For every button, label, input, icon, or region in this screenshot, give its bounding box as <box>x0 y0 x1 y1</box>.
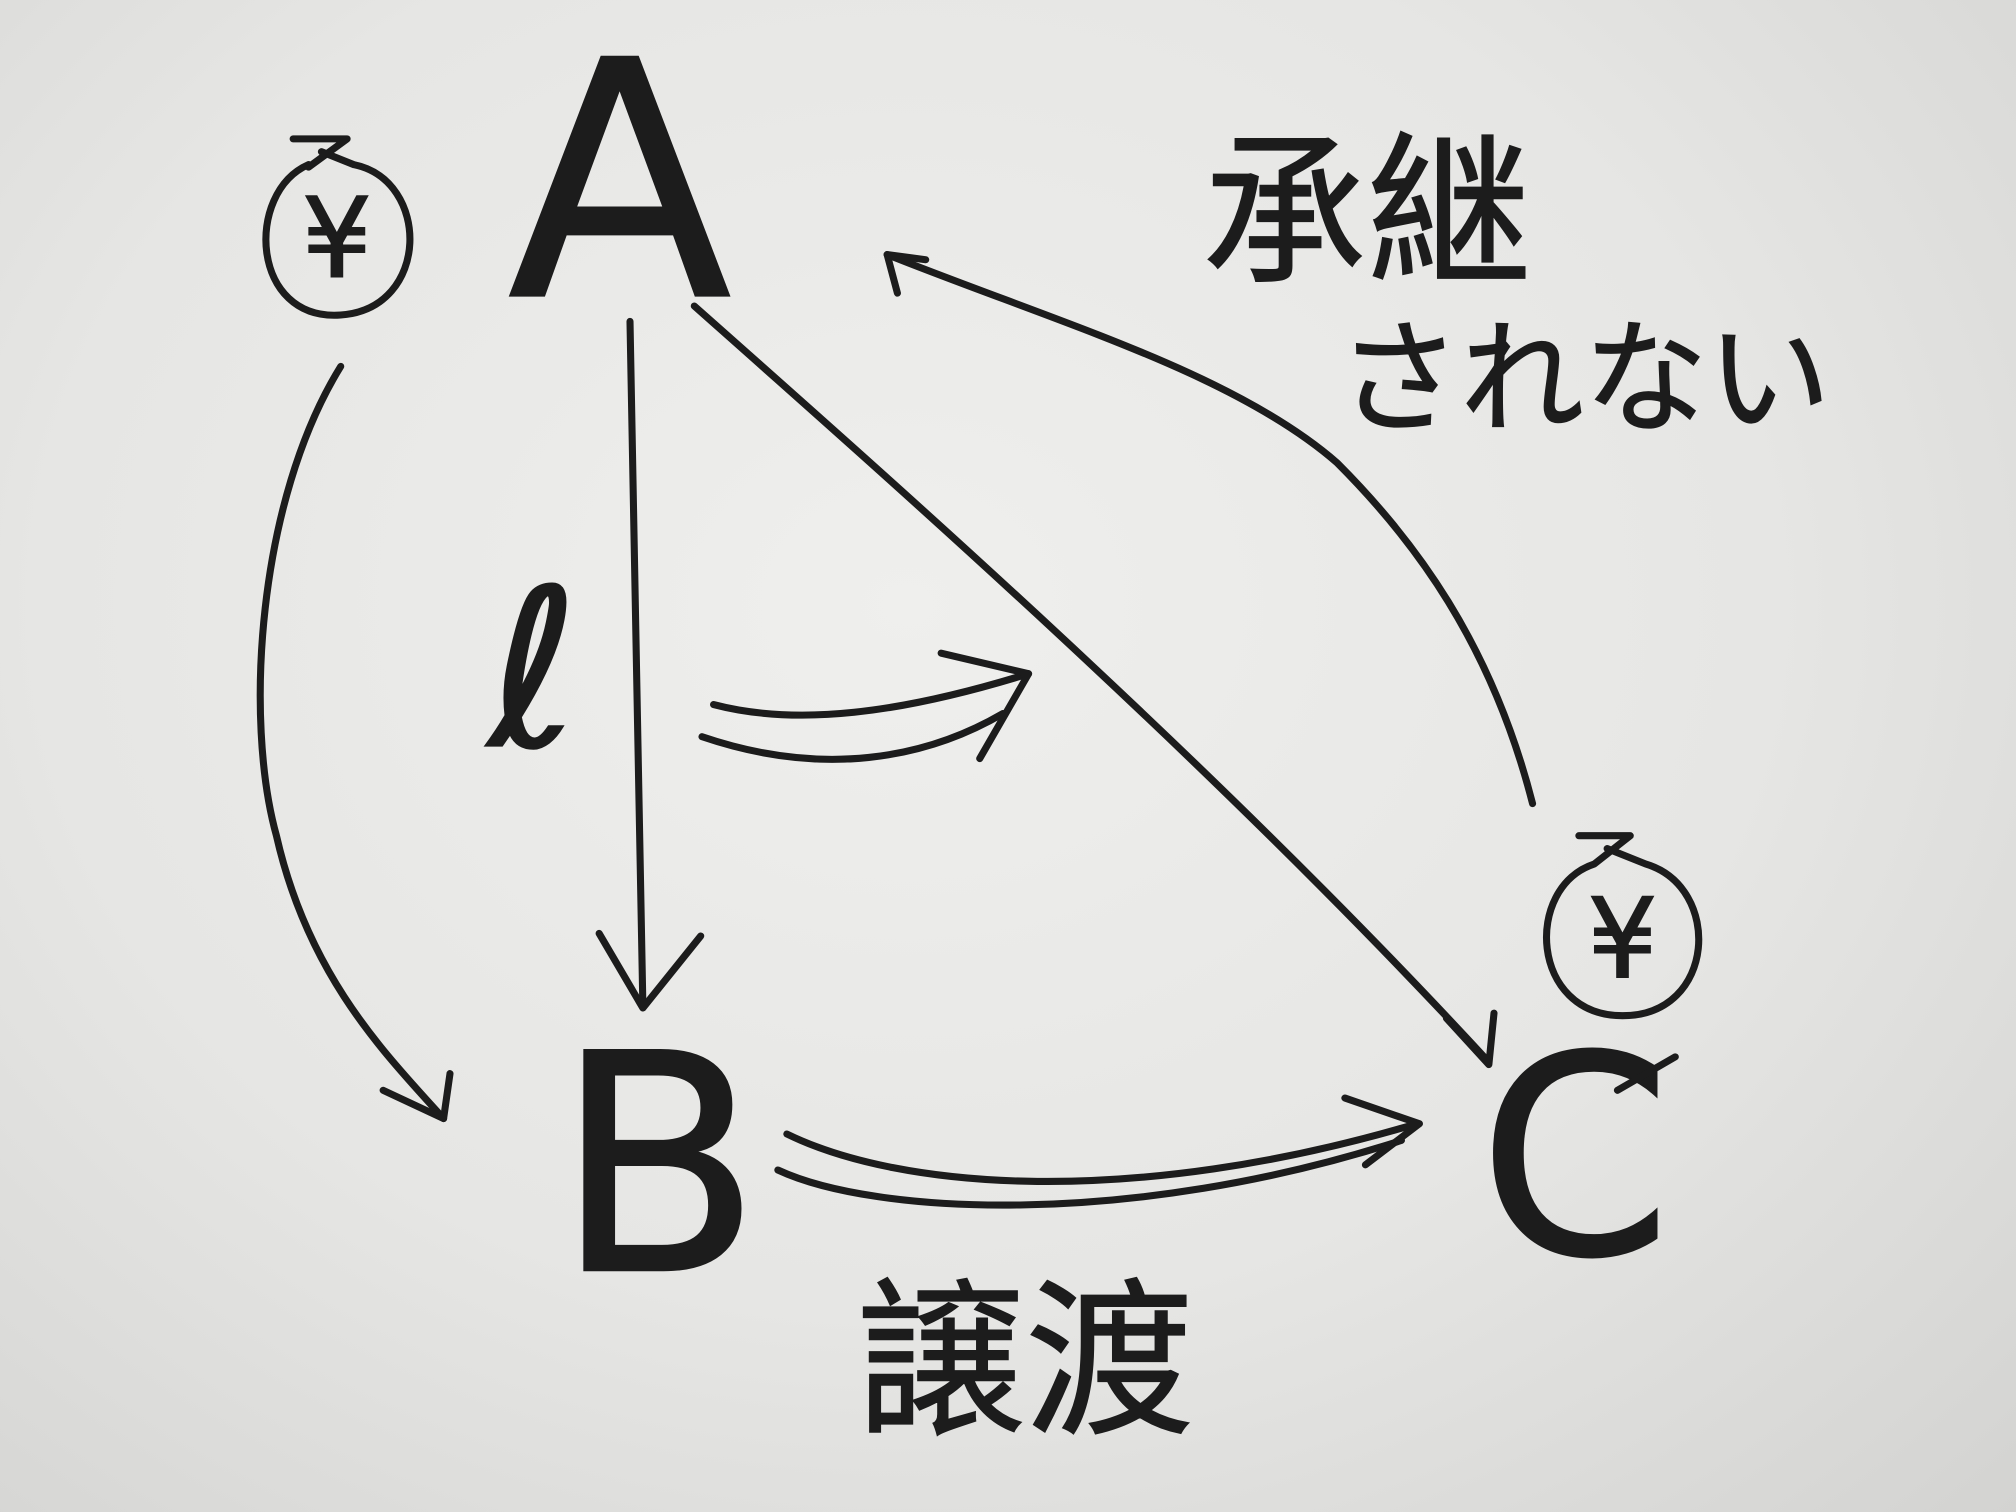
money-bag-icon-c: ¥ <box>1542 832 1703 1020</box>
money-bag-icon-a: ¥ <box>262 135 414 319</box>
ell-label: ℓ <box>485 543 578 798</box>
double-arrow-b-to-c <box>774 1094 1423 1209</box>
node-b: B <box>555 991 762 1342</box>
label-not-inherited-2: されない <box>1337 308 1831 452</box>
label-transfer: 譲渡 <box>855 1264 1194 1462</box>
label-not-inherited-1: 承継 <box>1202 117 1531 309</box>
node-c-tick <box>1613 1053 1679 1094</box>
double-arrow-rotation <box>698 649 1033 763</box>
arrow-money-to-b <box>256 362 454 1123</box>
node-a: A <box>508 0 733 374</box>
node-c: C <box>1478 998 1671 1320</box>
arrow-a-to-c <box>690 302 1498 1069</box>
arrow-a-to-b <box>595 317 705 1012</box>
arrow-c-to-a-not-inherited <box>883 251 1537 808</box>
svg-text:¥: ¥ <box>1588 876 1658 1003</box>
svg-text:¥: ¥ <box>302 175 372 302</box>
